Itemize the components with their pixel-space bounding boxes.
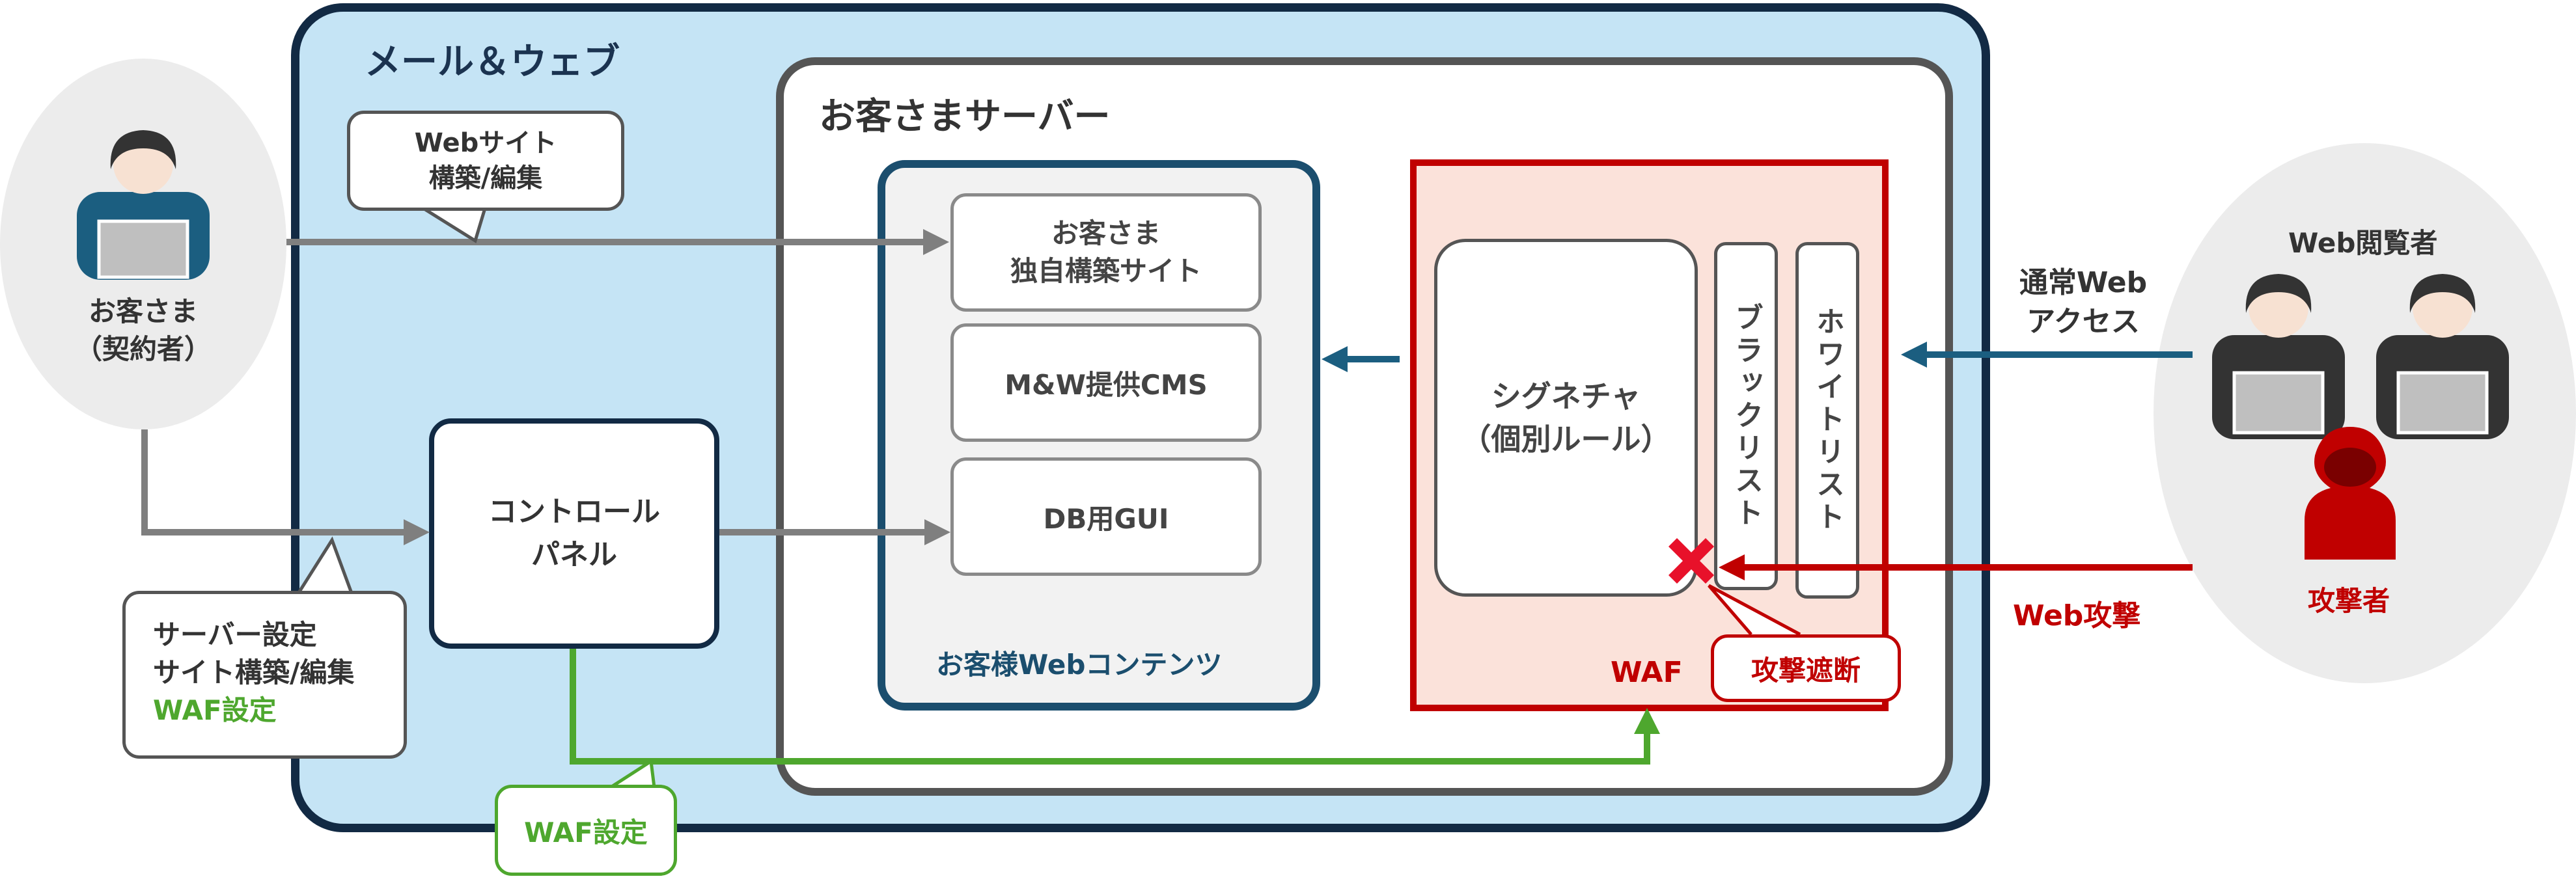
- customer-server-title: お客さまサーバー: [819, 96, 1111, 138]
- bubble-settings-line2: サイト構築/編集: [153, 657, 355, 688]
- arrow-customer-to-panel: [141, 429, 430, 545]
- normal-access-line2: アクセス: [2027, 305, 2140, 338]
- control-panel-line1: コントロール: [488, 495, 660, 528]
- viewer-person-icon-2: [2376, 274, 2509, 439]
- mail-web-title: メール＆ウェブ: [365, 41, 620, 83]
- viewer-label: Web閲覧者: [2288, 227, 2438, 259]
- normal-access-label: 通常Web アクセス: [1999, 264, 2168, 342]
- custom-site-box: お客さま 独自構築サイト: [950, 193, 1262, 312]
- waf-setting-bubble: WAF設定: [495, 785, 677, 876]
- arrow-panel-to-waf: [570, 649, 1660, 765]
- block-x-icon: [1669, 538, 1714, 584]
- db-gui-label: DB用GUI: [1043, 502, 1169, 535]
- customer-line2: （契約者）: [74, 333, 212, 365]
- signature-box: シグネチャ （個別ルール）: [1434, 239, 1698, 597]
- attacker-label: 攻撃者: [2308, 585, 2390, 617]
- signature-line1: シグネチャ: [1491, 379, 1641, 414]
- waf-label: WAF: [1611, 656, 1683, 689]
- customer-line1: お客さま: [88, 295, 198, 327]
- viewer-person-icon: [2212, 274, 2345, 439]
- db-gui-box: DB用GUI: [950, 457, 1262, 576]
- bubble-settings-line3: WAF設定: [153, 694, 277, 726]
- customer-label: お客さま （契約者）: [39, 293, 247, 368]
- bubble-settings: サーバー設定 サイト構築/編集 WAF設定: [122, 591, 407, 759]
- bubble-site-edit: Webサイト 構築/編集: [347, 111, 624, 211]
- custom-site-line1: お客さま: [1051, 217, 1161, 249]
- customer-person-icon: [77, 130, 210, 280]
- normal-access-line1: 通常Web: [2019, 266, 2148, 299]
- signature-line2: （個別ルール）: [1461, 422, 1671, 457]
- blacklist-box: ブラックリスト: [1714, 242, 1778, 590]
- bubble-site-line1: Webサイト: [414, 128, 557, 158]
- block-label-box: 攻撃遮断: [1711, 634, 1901, 702]
- bubble-site-line2: 構築/編集: [428, 163, 543, 193]
- cms-box: M&W提供CMS: [950, 323, 1262, 442]
- hooded-attacker-icon: [2305, 427, 2396, 560]
- web-contents-title: お客様Webコンテンツ: [936, 649, 1223, 681]
- whitelist-box: ホワイトリスト: [1795, 242, 1859, 599]
- bubble-settings-line1: サーバー設定: [153, 619, 317, 651]
- cms-label: M&W提供CMS: [1004, 368, 1208, 401]
- control-panel-line2: パネル: [531, 538, 617, 571]
- custom-site-line2: 独自構築サイト: [1010, 255, 1202, 287]
- control-panel-box: コントロール パネル: [429, 418, 719, 649]
- web-attack-label: Web攻撃: [2013, 599, 2141, 632]
